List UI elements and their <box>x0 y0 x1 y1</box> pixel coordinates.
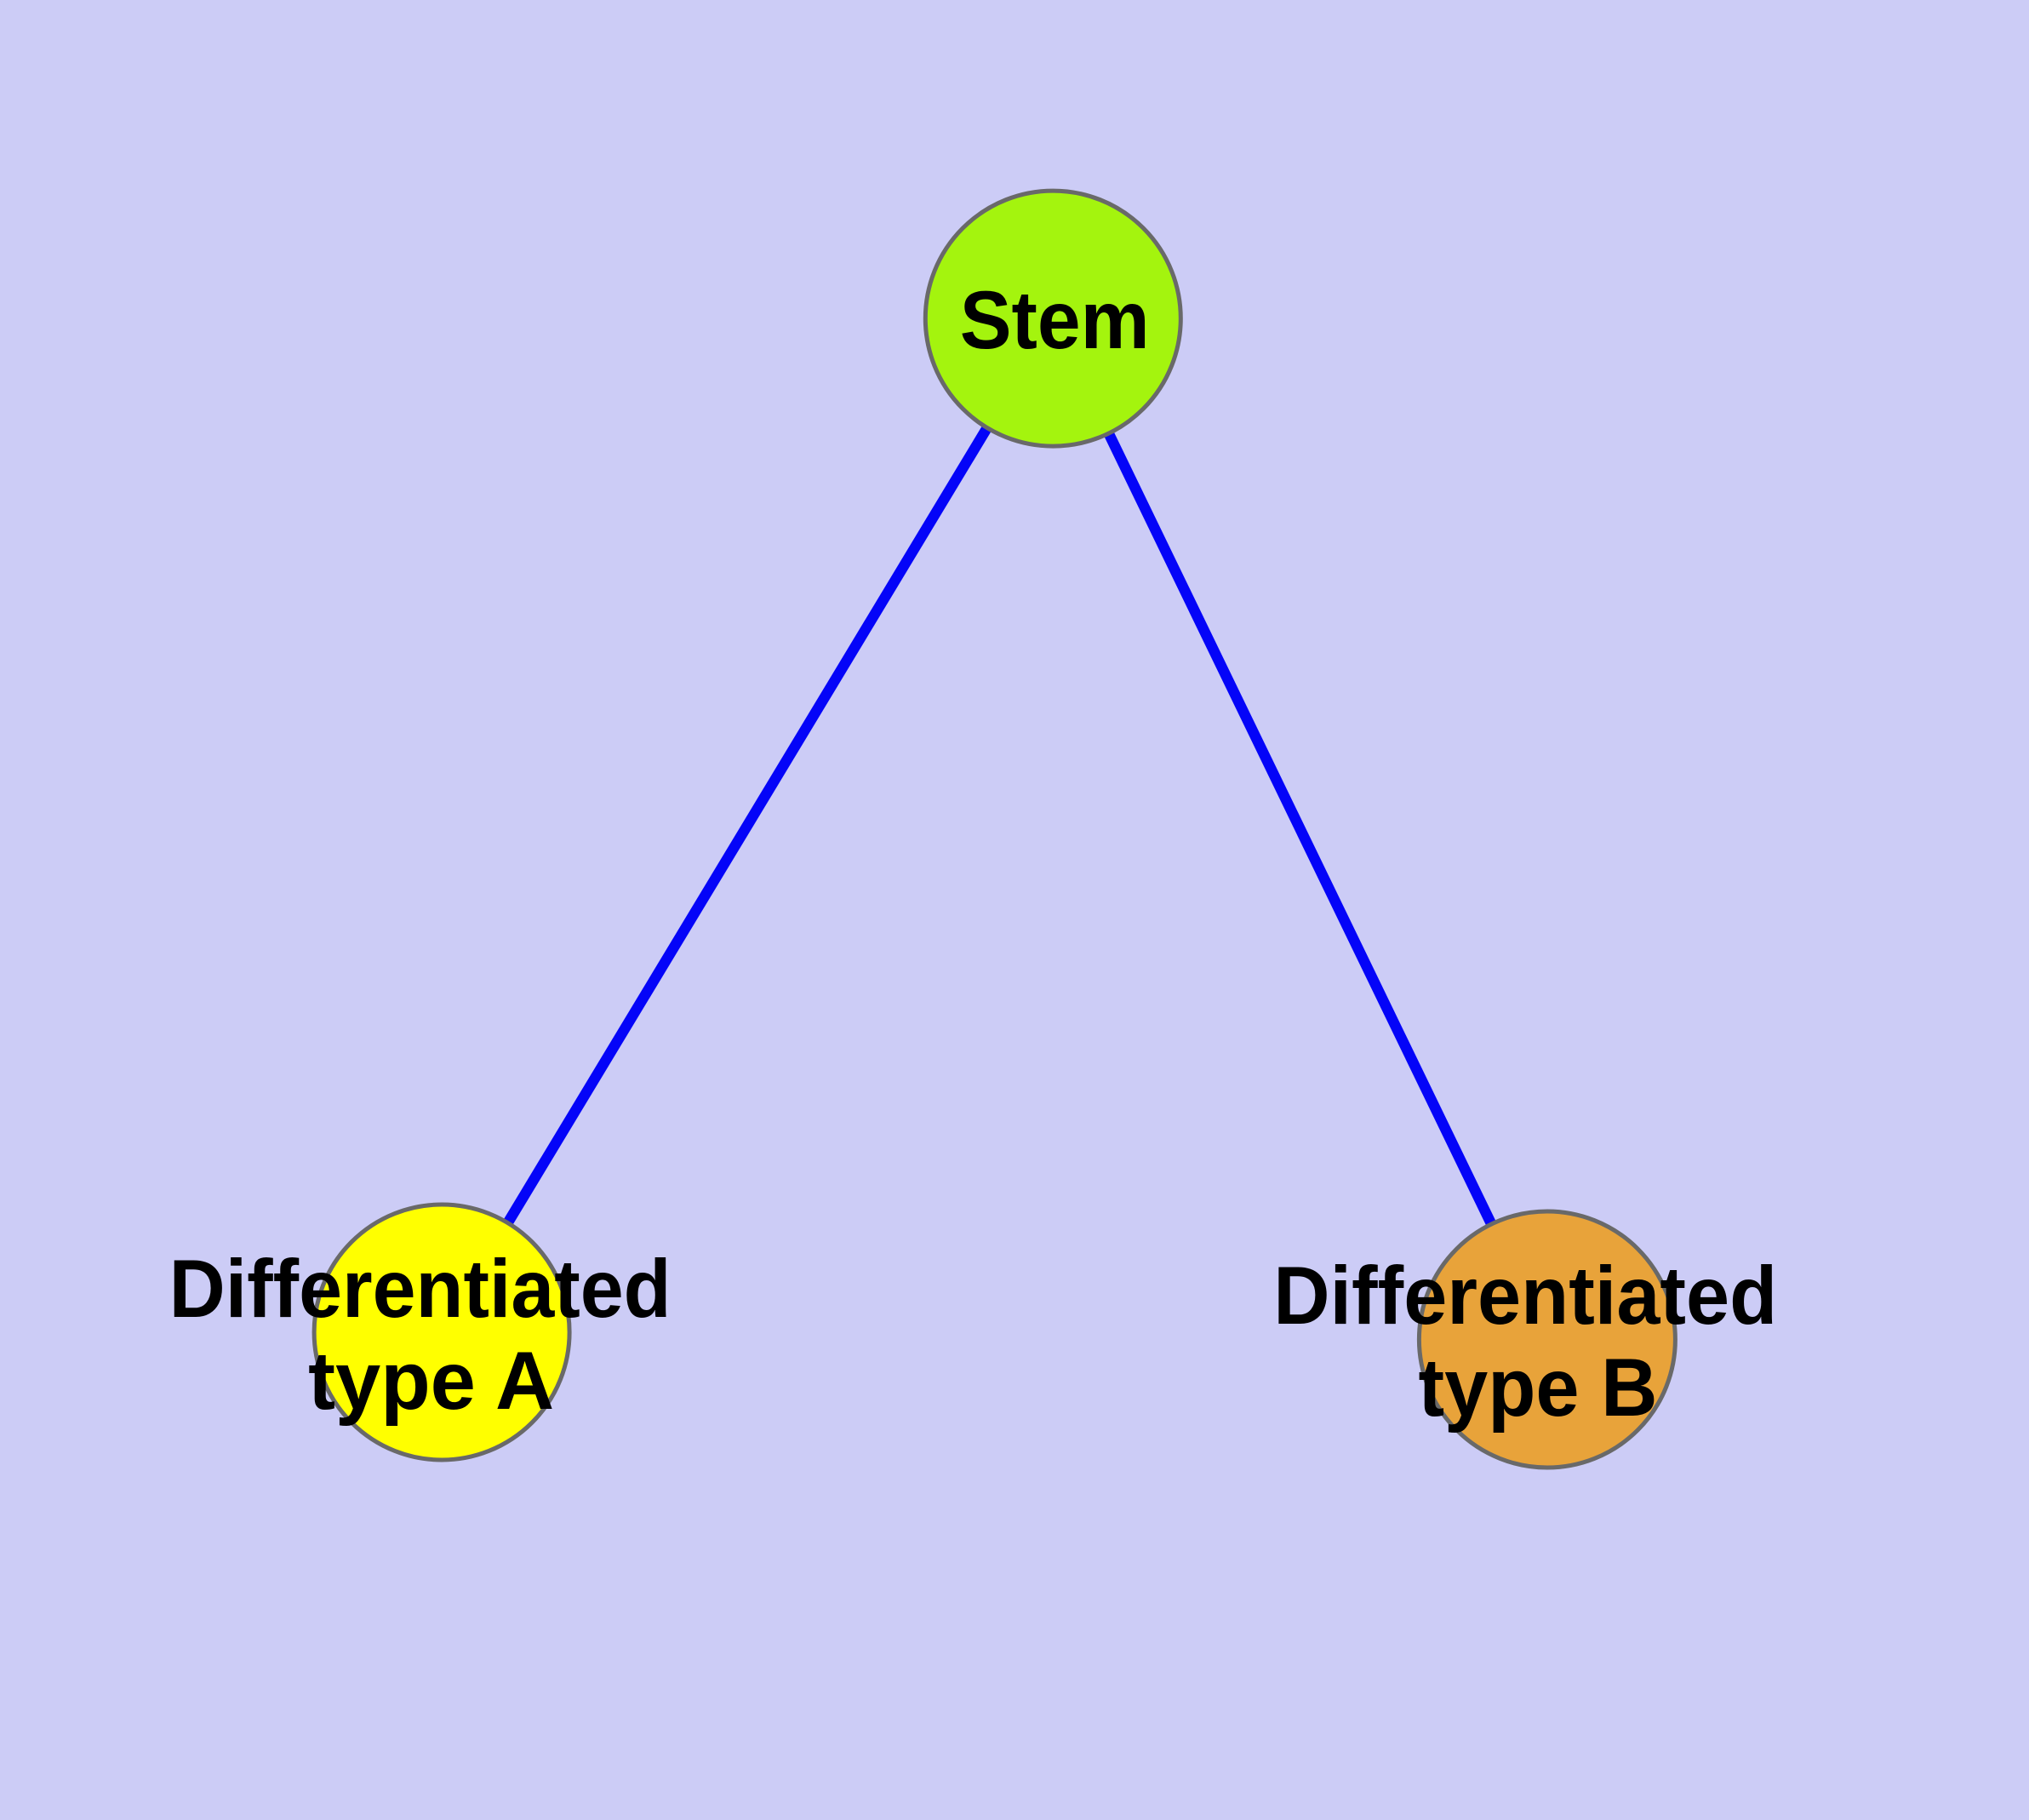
svg-text:type B: type B <box>1419 1342 1658 1434</box>
svg-text:Differentiated: Differentiated <box>169 1244 672 1335</box>
svg-text:Differentiated: Differentiated <box>1273 1251 1777 1342</box>
svg-text:type A: type A <box>308 1336 554 1427</box>
svg-text:Stem: Stem <box>960 275 1150 366</box>
